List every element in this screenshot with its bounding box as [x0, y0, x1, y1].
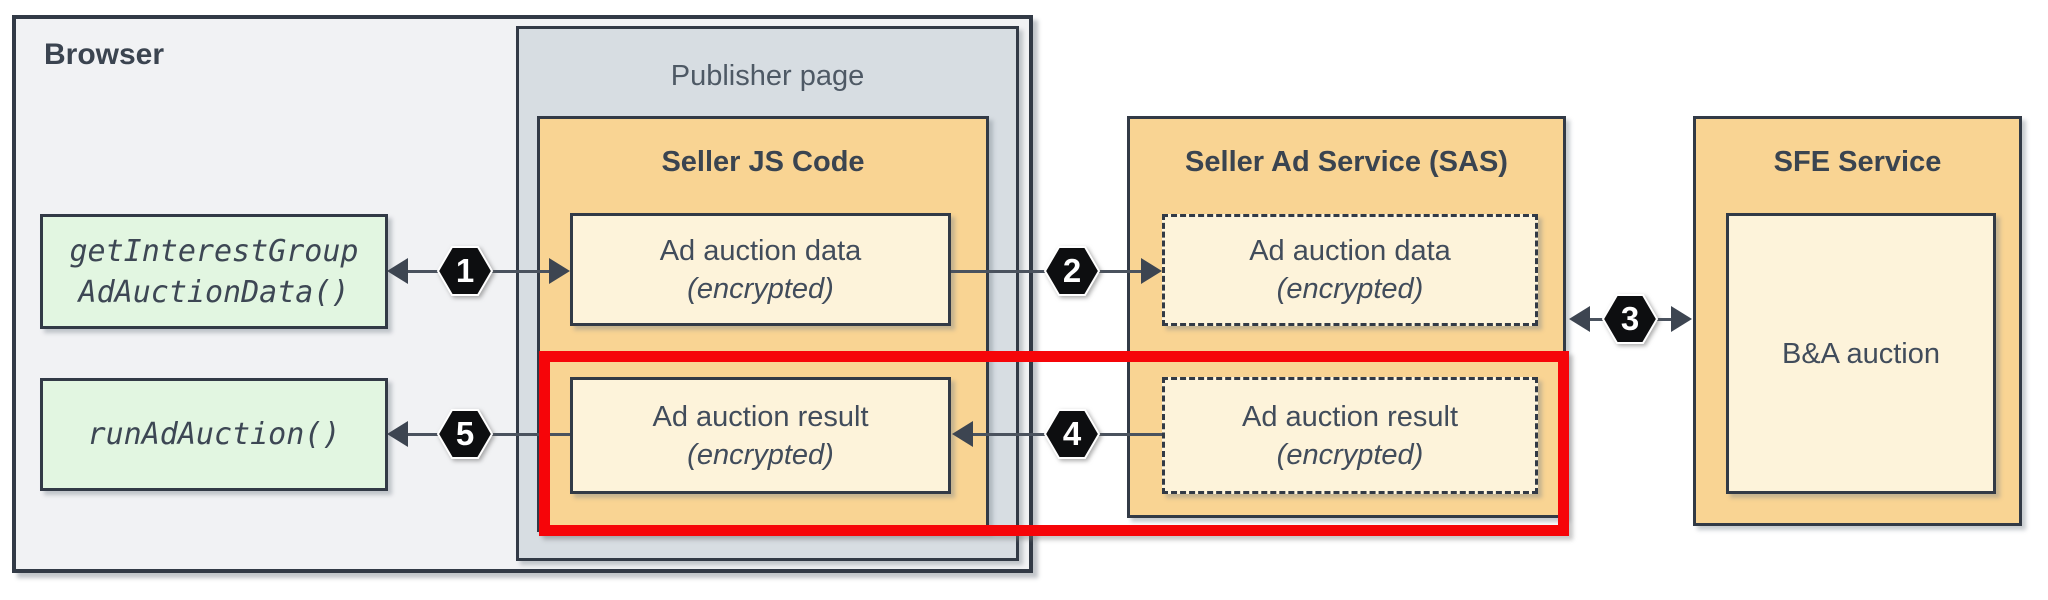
step-badge-2: 2 [1043, 243, 1101, 299]
ba-auction-label: B&A auction [1782, 337, 1940, 370]
code-line: AdAuctionData() [78, 274, 350, 310]
box-label-line2: (encrypted) [687, 438, 834, 471]
arrowhead-right-icon [1141, 258, 1162, 284]
code-line: getInterestGroup [69, 233, 359, 269]
arrowhead-right-icon [549, 258, 570, 284]
js-ad-auction-data-box: Ad auction data (encrypted) [570, 213, 951, 326]
sas-title: Seller Ad Service (SAS) [1185, 146, 1508, 178]
step-badge-5: 5 [436, 406, 494, 462]
step-badge-4: 4 [1043, 406, 1101, 462]
arrowhead-left-icon [387, 258, 408, 284]
js-ad-auction-result-box: Ad auction result (encrypted) [570, 377, 951, 494]
arrowhead-left-icon [387, 421, 408, 447]
ba-auction-box: B&A auction [1726, 213, 1996, 494]
box-label-line2: (encrypted) [1276, 273, 1424, 305]
step-number: 1 [455, 252, 475, 289]
step-number: 5 [455, 415, 475, 452]
api-box-run-ad-auction: runAdAuction() [40, 378, 388, 491]
box-label-line2: (encrypted) [687, 272, 834, 305]
browser-title: Browser [44, 38, 165, 71]
publisher-page-title: Publisher page [670, 60, 865, 92]
box-label-line1: Ad auction data [1249, 235, 1451, 267]
hexagon-icon [1043, 409, 1101, 459]
step-badge-1: 1 [436, 243, 494, 299]
code-line: runAdAuction() [87, 417, 341, 452]
box-label-line1: Ad auction result [652, 400, 869, 433]
arrowhead-left-icon [952, 421, 973, 447]
box-label-line1: Ad auction data [659, 234, 862, 267]
sfe-title: SFE Service [1773, 146, 1942, 178]
arrowhead-left-icon [1569, 306, 1590, 332]
sas-ad-auction-result-box: Ad auction result (encrypted) [1162, 377, 1538, 494]
arrowhead-right-icon [1671, 306, 1692, 332]
step-number: 3 [1620, 300, 1640, 337]
box-label-line2: (encrypted) [1276, 438, 1424, 471]
hexagon-icon [436, 409, 494, 459]
box-label-line1: Ad auction result [1241, 400, 1458, 433]
hexagon-icon [1043, 246, 1101, 296]
step-number: 2 [1062, 252, 1082, 289]
highlight-rectangle [539, 351, 1569, 536]
step-badge-3: 3 [1601, 291, 1659, 347]
sas-ad-auction-data-box: Ad auction data (encrypted) [1162, 214, 1538, 326]
step-number: 4 [1062, 415, 1082, 452]
api-box-get-interest-group: getInterestGroup AdAuctionData() [40, 214, 388, 329]
hexagon-icon [436, 246, 494, 296]
hexagon-icon [1601, 294, 1659, 344]
seller-js-title: Seller JS Code [661, 146, 865, 178]
